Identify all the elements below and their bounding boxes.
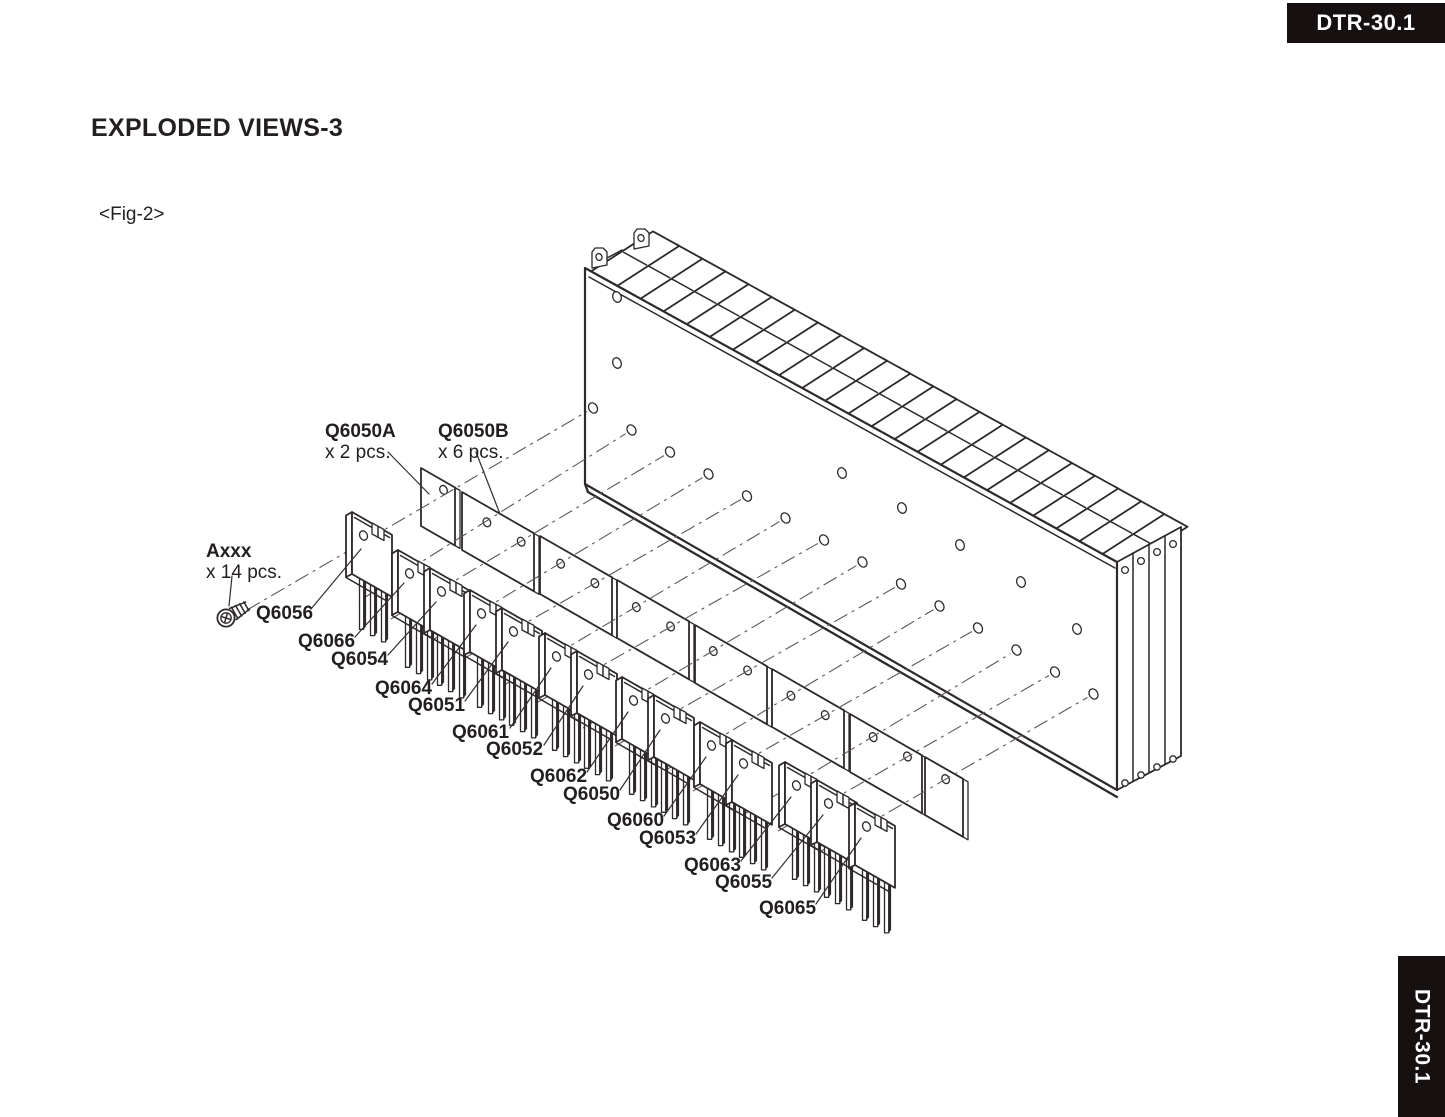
doc-code-banner-side: DTR-30.1 xyxy=(1398,956,1445,1117)
part-label-q6056: Q6056 xyxy=(256,603,314,624)
part-ref: Q6050B xyxy=(438,421,509,442)
transistor xyxy=(725,739,773,871)
part-label-q6060: Q6060 xyxy=(607,810,665,831)
heatsink-tabs xyxy=(591,228,650,269)
part-ref: Q6050A xyxy=(325,421,396,442)
insulator-sheets xyxy=(420,467,969,841)
part-label-axxx: Axxx x 14 pcs. xyxy=(206,541,282,583)
transistor xyxy=(538,632,586,764)
part-label-q6063: Q6063 xyxy=(684,855,742,876)
part-label-q6050b: Q6050B x 6 pcs. xyxy=(438,421,509,463)
transistor xyxy=(423,567,471,699)
transistor xyxy=(345,511,393,643)
part-label-q6050: Q6050 xyxy=(563,784,621,805)
transistor xyxy=(848,802,896,934)
transistors xyxy=(345,511,896,934)
part-label-q6066: Q6066 xyxy=(298,631,356,652)
heatsink-screw-holes xyxy=(587,291,1099,700)
part-label-q6052: Q6052 xyxy=(486,739,544,760)
part-label-q6050a: Q6050A x 2 pcs. xyxy=(325,421,396,463)
heatsink-end-fins xyxy=(1116,526,1182,791)
part-qty: x 2 pcs. xyxy=(325,442,391,463)
part-label-q6054: Q6054 xyxy=(331,649,389,670)
heatsink-fins xyxy=(590,230,1189,568)
part-ref: Axxx xyxy=(206,541,252,562)
part-label-q6055: Q6055 xyxy=(715,872,773,893)
part-label-q6065: Q6065 xyxy=(759,898,817,919)
figure-label: <Fig-2> xyxy=(99,204,165,225)
part-label-q6064: Q6064 xyxy=(375,678,433,699)
screw-axis-lines xyxy=(246,411,1088,855)
transistor xyxy=(391,549,439,681)
heatsink xyxy=(583,228,1189,799)
part-label-q6051: Q6051 xyxy=(408,695,466,716)
transistor xyxy=(647,694,695,826)
part-qty: x 6 pcs. xyxy=(438,442,504,463)
page-title: EXPLODED VIEWS-3 xyxy=(91,114,344,142)
part-label-q6061: Q6061 xyxy=(452,722,510,743)
leader-lines xyxy=(228,451,862,905)
part-qty: x 14 pcs. xyxy=(206,562,283,583)
doc-code-banner-top: DTR-30.1 xyxy=(1287,3,1445,43)
mounting-screw xyxy=(216,601,251,628)
part-label-q6053: Q6053 xyxy=(639,828,697,849)
part-label-q6062: Q6062 xyxy=(530,766,588,787)
